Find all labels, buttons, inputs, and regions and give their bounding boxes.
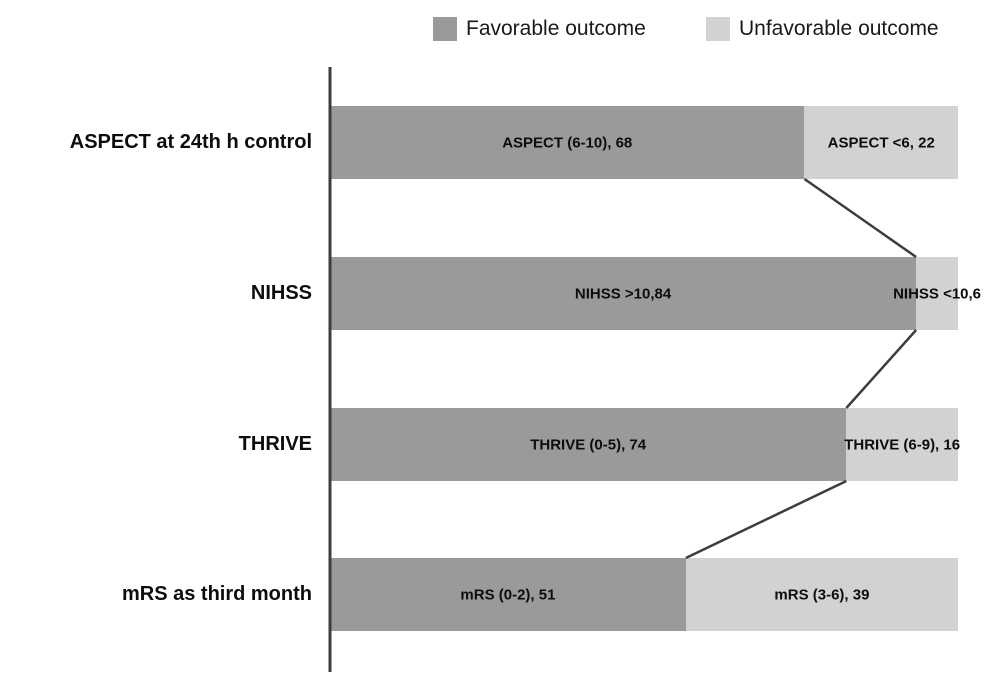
- favorable-segment-label: THRIVE (0-5), 74: [530, 436, 647, 453]
- unfavorable-segment: THRIVE (6-9), 16: [844, 408, 961, 481]
- connector-line: [685, 479, 847, 560]
- favorable-segment: mRS (0-2), 51: [330, 558, 686, 631]
- favorable-segment-label: NIHSS >10,84: [574, 285, 672, 302]
- favorable-segment: ASPECT (6-10), 68: [330, 106, 805, 179]
- category-label: NIHSS: [250, 282, 312, 304]
- favorable-segment-label: ASPECT (6-10), 68: [502, 134, 633, 151]
- legend-label-unfavorable: Unfavorable outcome: [739, 17, 939, 40]
- unfavorable-segment-label: NIHSS <10,6: [893, 285, 982, 302]
- legend-item-favorable: Favorable outcome: [433, 16, 646, 42]
- unfavorable-segment-label: mRS (3-6), 39: [774, 586, 870, 603]
- unfavorable-swatch-icon: [706, 17, 730, 41]
- favorable-swatch-icon: [433, 17, 457, 41]
- favorable-segment: NIHSS >10,84: [330, 257, 917, 330]
- favorable-segment-label: mRS (0-2), 51: [460, 586, 556, 603]
- category-label: mRS as third month: [121, 583, 312, 605]
- category-label: ASPECT at 24th h control: [69, 131, 312, 153]
- favorable-segment: THRIVE (0-5), 74: [330, 408, 847, 481]
- legend-item-unfavorable: Unfavorable outcome: [706, 16, 939, 42]
- category-label: THRIVE: [238, 433, 312, 455]
- connector-line: [803, 177, 917, 259]
- unfavorable-segment-label: ASPECT <6, 22: [827, 134, 935, 151]
- unfavorable-segment: ASPECT <6, 22: [804, 106, 958, 179]
- unfavorable-segment: NIHSS <10,6: [893, 257, 981, 330]
- unfavorable-segment: mRS (3-6), 39: [685, 558, 958, 631]
- unfavorable-segment-label: THRIVE (6-9), 16: [844, 436, 961, 453]
- connector-line: [845, 329, 918, 409]
- legend-label-favorable: Favorable outcome: [466, 17, 646, 40]
